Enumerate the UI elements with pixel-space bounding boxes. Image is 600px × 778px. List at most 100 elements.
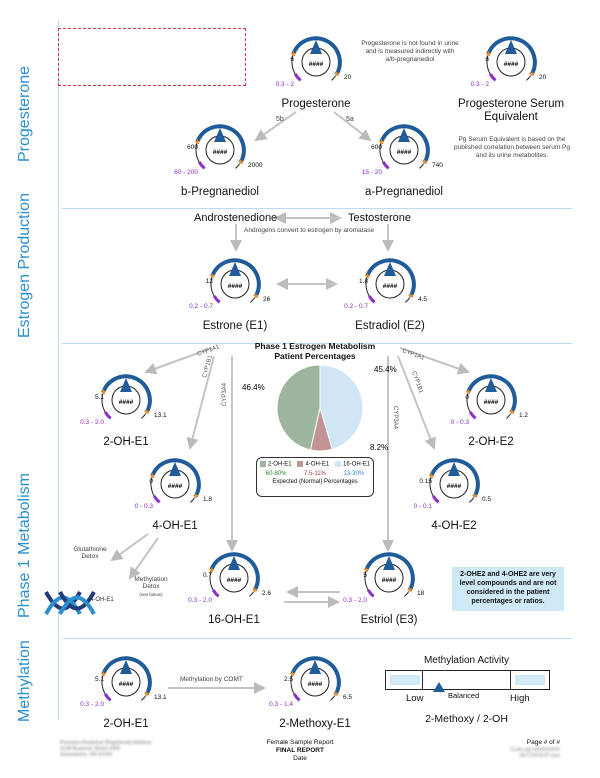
comt-label: Methylation by COMT: [180, 676, 243, 683]
gauge-title: a-Pregnanediol: [364, 186, 443, 198]
gauge-range-label: 0.3 - 2: [470, 81, 489, 88]
gauge-title: 4-OH-E1: [152, 520, 198, 532]
gauge-title: 4-OH-E2: [431, 520, 477, 532]
star-icon: ★: [290, 49, 297, 58]
step-5b-label: 5b: [276, 116, 284, 123]
gauge-range-label: 0.3 - 2: [275, 81, 294, 88]
gauge-progesterone: ★★####: [290, 36, 342, 82]
footer-report-title: Female Sample Report: [266, 739, 334, 746]
gauge-16oh-e1: ★★####: [208, 552, 260, 598]
gauge-range-label: 0.3 - 2.0: [343, 597, 367, 604]
star-icon: ★: [407, 292, 414, 301]
star-icon: ★: [252, 292, 259, 301]
gauge-e2: ★ ★ ####: [364, 258, 416, 304]
glutathione-detox-label: Glutathione Detox: [73, 546, 107, 560]
gauge-low-label: 0: [149, 478, 153, 485]
pie-chart: 46.4%45.4%8.2%: [242, 364, 397, 452]
cyp3a4-label-right: CYP3A4: [392, 406, 398, 430]
methylation-low-label: Low: [406, 693, 424, 704]
divider: [62, 638, 572, 639]
divider-vertical: [58, 20, 59, 720]
gauge-4oh-e2: ★★####: [428, 458, 480, 504]
gauge-high-label: 1.8: [203, 496, 213, 503]
testosterone-label: Testosterone: [348, 212, 411, 224]
gauge-value: ####: [383, 283, 398, 290]
gauge-value: ####: [213, 149, 228, 156]
gauge-meth-2oh-e1: ★★####: [100, 656, 152, 702]
gauge-low-label: 6: [485, 56, 489, 63]
gauge-pg-serum: ★★####: [485, 36, 537, 82]
cyp1a1-label-right: CYP1A1: [401, 348, 425, 362]
gauge-value: ####: [382, 577, 397, 584]
gauge-value: ####: [309, 61, 324, 68]
see-below-label: (see below): [139, 592, 163, 597]
star-icon: ★: [149, 471, 156, 480]
gauge-title: 2-Methoxy-E1: [279, 718, 351, 730]
gauge-title: 2-OH-E1: [103, 436, 149, 448]
gauge-value: ####: [504, 61, 519, 68]
pie-data-label: 45.4%: [374, 365, 397, 374]
gauge-range-label: 0.2 - 0.7: [344, 303, 368, 310]
divider: [62, 343, 572, 344]
gauge-high-label: 1.2: [519, 412, 529, 419]
gauge-value: ####: [397, 149, 412, 156]
gauge-value: ####: [228, 283, 243, 290]
gauge-title: Progesterone: [281, 98, 351, 110]
star-icon: ★: [508, 408, 515, 417]
pie-legend-title: Expected (Normal) Percentages: [272, 478, 358, 485]
dna-icon: [44, 591, 96, 615]
gauge-value: ####: [227, 577, 242, 584]
footer-final-report: FINAL REPORT: [276, 747, 324, 754]
gauge-high-label: 26: [263, 296, 271, 303]
star-icon: ★: [428, 471, 435, 480]
note-pg-serum: Pg Serum Equivalent is based on the publ…: [454, 136, 570, 159]
star-icon: ★: [364, 271, 371, 280]
pie-legend-normal: 7.5-11%: [304, 470, 326, 477]
gauge-a-preg: ★★####: [378, 124, 430, 170]
star-icon: ★: [237, 158, 244, 167]
gauge-title: Estradiol (E2): [355, 320, 425, 332]
gauge-range-label: 0.2 - 0.7: [189, 303, 213, 310]
methylation-balanced-label: Balanced: [448, 691, 480, 700]
star-icon: ★: [289, 669, 296, 678]
star-icon: ★: [406, 586, 413, 595]
star-icon: ★: [528, 70, 535, 79]
gauge-high-label: 13.1: [154, 412, 167, 419]
divider: [62, 208, 572, 209]
gauge-b-preg: ★★####: [194, 124, 246, 170]
logo-placeholder: [58, 28, 246, 86]
star-icon: ★: [100, 387, 107, 396]
gauge-e3: ★★####: [363, 552, 415, 598]
gauge-value: ####: [447, 483, 462, 490]
methylation-marker-icon: [433, 682, 445, 692]
methylation-high-label: High: [510, 693, 530, 704]
gauge-2-methoxy: ★★####: [289, 656, 341, 702]
pie-legend-item: 16-OH-E1: [335, 461, 370, 468]
gauge-range-label: 0 - 0.3: [134, 503, 153, 510]
methylation-activity-title: Methylation Activity: [423, 655, 510, 666]
gauge-high-label: 20: [344, 74, 352, 81]
footer-center: Female Sample Report FINAL REPORT Date: [250, 739, 350, 763]
cyp3a4-label-left: CYP3A4: [222, 382, 228, 406]
gauge-low-label: 5.1: [94, 676, 104, 683]
pie-legend-normal: 13-30%: [343, 470, 365, 477]
gauge-low-label: 5: [363, 572, 367, 579]
star-icon: ★: [143, 690, 150, 699]
star-icon: ★: [100, 669, 107, 678]
gauge-low-label: 2.5: [283, 676, 293, 683]
gauge-low-label: 600: [371, 144, 382, 151]
gauge-value: ####: [484, 399, 499, 406]
androstenedione-label: Androstenedione: [194, 212, 278, 224]
pie-legend-item: 4-OH-E1: [297, 461, 329, 468]
star-icon: ★: [143, 408, 150, 417]
gauge-title: 2-OH-E2: [468, 436, 514, 448]
star-icon: ★: [421, 158, 428, 167]
star-icon: ★: [465, 387, 472, 396]
gauge-title: Estriol (E3): [360, 614, 418, 626]
gauge-high-label: 0.5: [482, 496, 492, 503]
gauge-2oh-e1: ★★####: [100, 374, 152, 420]
aromatase-note: Androgens convert to estrogen by aromata…: [242, 227, 377, 234]
dna-label: 4-OH-E1: [90, 597, 114, 603]
